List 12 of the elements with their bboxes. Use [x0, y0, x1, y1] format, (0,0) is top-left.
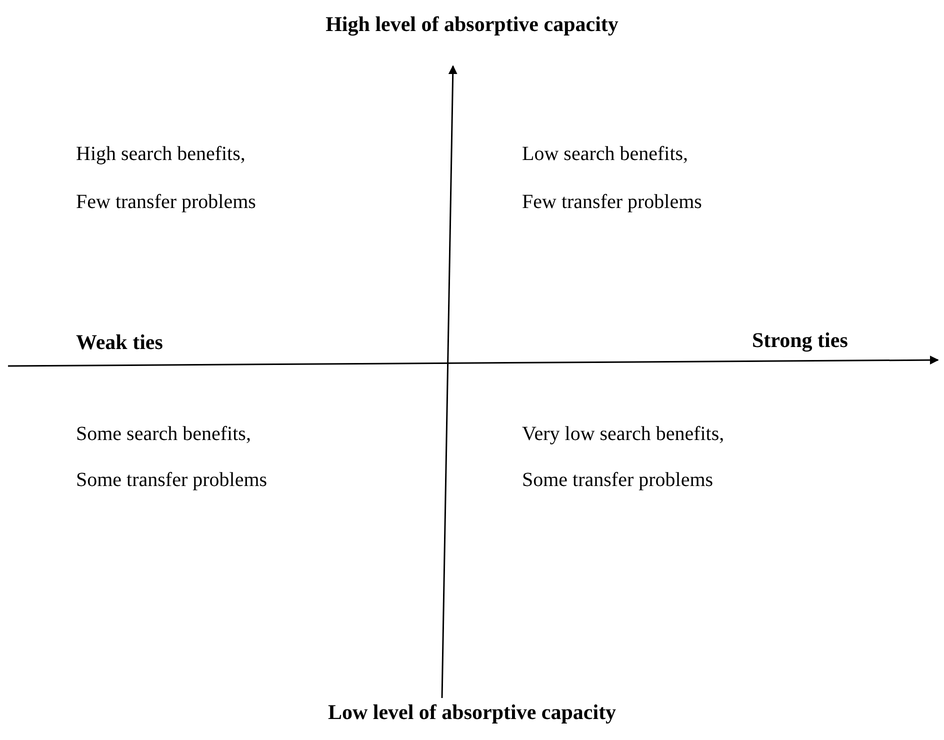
axis-label: Weak ties: [76, 330, 163, 354]
axis-label: High level of absorptive capacity: [326, 12, 618, 36]
quadrant-text: Low search benefits,: [522, 142, 688, 166]
quadrant-text: Some transfer problems: [76, 468, 268, 492]
quadrant-text: Few transfer problems: [522, 190, 702, 214]
quadrant-text: Some search benefits,: [76, 422, 251, 446]
axis-label: Low level of absorptive capacity: [328, 700, 616, 724]
quadrant-text: Very low search benefits,: [522, 422, 724, 446]
quadrant-text: High search benefits,: [76, 142, 246, 166]
quadrant-text: Few transfer problems: [76, 190, 256, 214]
axis-label: Strong ties: [752, 328, 848, 352]
quadrant-text: Some transfer problems: [522, 468, 714, 492]
